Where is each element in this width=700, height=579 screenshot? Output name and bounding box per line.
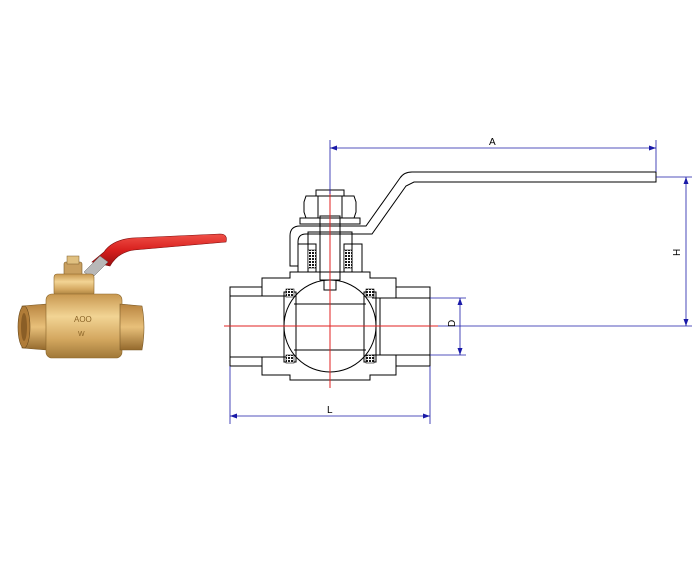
cross-section-drawing bbox=[229, 171, 657, 381]
stem-packing-right bbox=[343, 249, 353, 269]
stem-packing-left bbox=[307, 249, 317, 269]
photo-body bbox=[45, 293, 123, 359]
centerlines bbox=[224, 190, 438, 388]
svg-text:W: W bbox=[78, 331, 85, 338]
dimension-label-a: A bbox=[489, 137, 496, 148]
dimension-lines bbox=[229, 140, 692, 424]
seat-seal-right-bottom bbox=[365, 354, 375, 364]
photo-red-handle bbox=[91, 233, 227, 267]
seat-seal-left-top bbox=[285, 288, 295, 298]
dimension-label-l: L bbox=[327, 405, 333, 416]
photo-right-end bbox=[119, 303, 145, 351]
seat-seal-left-bottom bbox=[285, 354, 295, 364]
dimension-label-h: H bbox=[672, 249, 683, 256]
valve-photo: AOO W bbox=[17, 233, 227, 359]
photo-body-marking: AOO bbox=[74, 315, 92, 324]
dimension-label-d: D bbox=[447, 320, 458, 327]
seat-seal-right-top bbox=[365, 288, 375, 298]
lever-handle bbox=[289, 171, 657, 267]
photo-bonnet bbox=[53, 273, 95, 297]
